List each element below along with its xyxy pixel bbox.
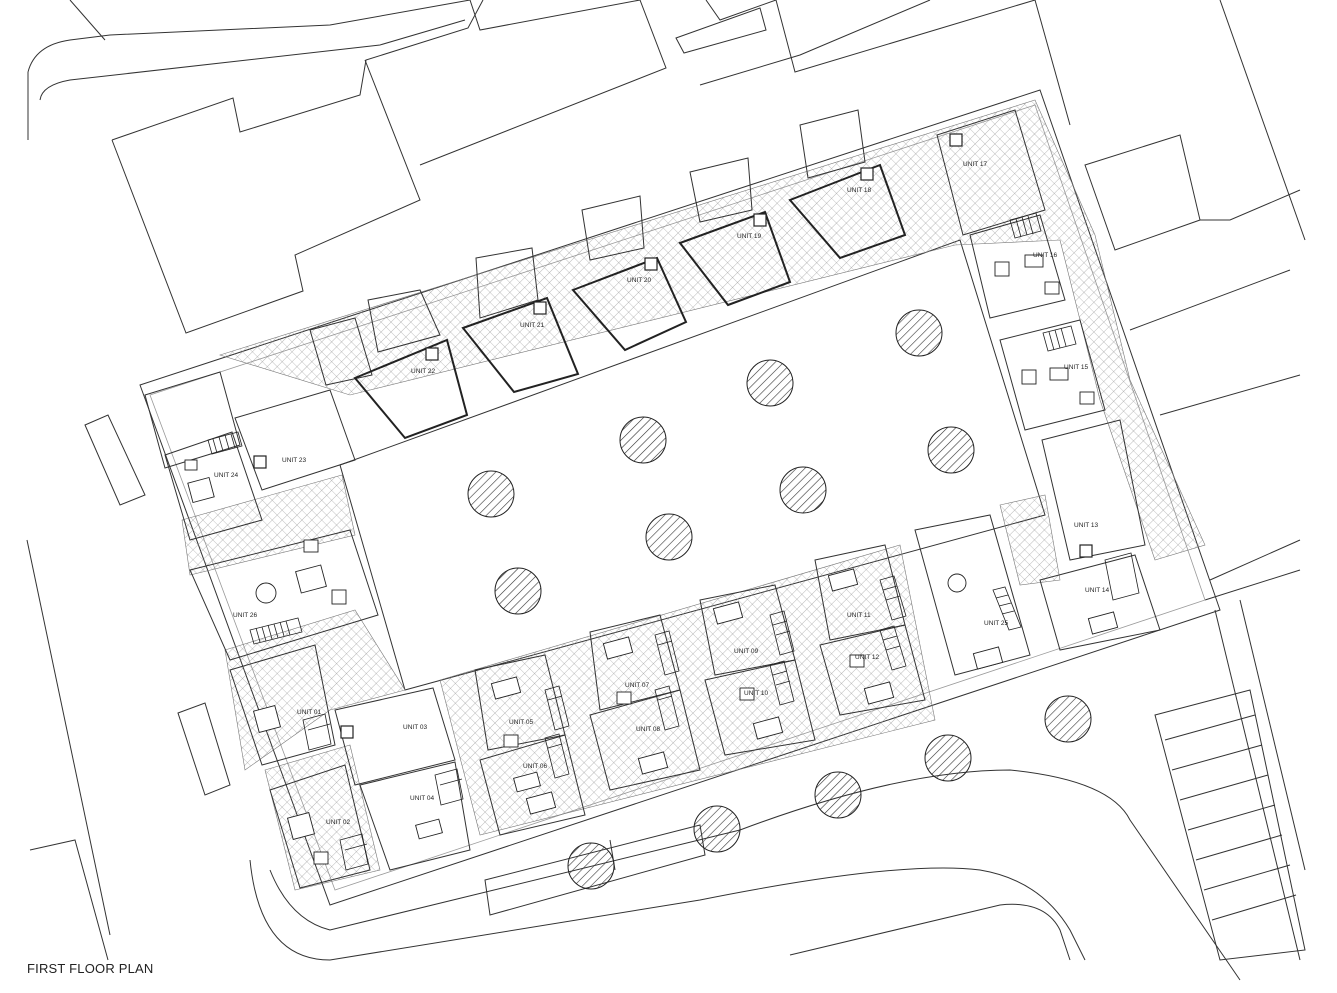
unit-label: UNIT 18 xyxy=(847,187,871,194)
unit-label: UNIT 08 xyxy=(636,726,660,733)
unit-label: UNIT 04 xyxy=(410,795,434,802)
unit-labels: UNIT 01 UNIT 02 UNIT 03 UNIT 04 UNIT 05 … xyxy=(214,161,1109,826)
unit-label: UNIT 06 xyxy=(523,763,547,770)
tree xyxy=(924,734,972,782)
unit-label: UNIT 21 xyxy=(520,322,544,329)
unit-label: UNIT 20 xyxy=(627,277,651,284)
road xyxy=(249,599,1306,981)
unit-label: UNIT 02 xyxy=(326,819,350,826)
tree xyxy=(467,470,515,518)
context-buildings xyxy=(26,0,1306,961)
unit-label: UNIT 26 xyxy=(233,612,257,619)
unit-label: UNIT 22 xyxy=(411,368,435,375)
unit-label: UNIT 17 xyxy=(963,161,987,168)
unit-label: UNIT 09 xyxy=(734,648,758,655)
tree xyxy=(494,567,542,615)
unit-label: UNIT 01 xyxy=(297,709,321,716)
unit-label: UNIT 14 xyxy=(1085,587,1109,594)
tree xyxy=(693,805,741,853)
tree xyxy=(814,771,862,819)
tree xyxy=(1044,695,1092,743)
tree xyxy=(779,466,827,514)
tree xyxy=(927,426,975,474)
north-row-units xyxy=(144,109,1146,786)
tree xyxy=(567,842,615,890)
tree xyxy=(645,513,693,561)
core-markers xyxy=(253,133,1093,739)
tree xyxy=(619,416,667,464)
parking-bays xyxy=(1154,689,1306,961)
unit-label: UNIT 11 xyxy=(847,612,871,619)
furniture xyxy=(184,254,1119,865)
terraced-units xyxy=(164,214,1161,889)
unit-label: UNIT 15 xyxy=(1064,364,1088,371)
tree xyxy=(746,359,794,407)
unit-label: UNIT 13 xyxy=(1074,522,1098,529)
unit-label: UNIT 10 xyxy=(744,690,768,697)
unit-label: UNIT 12 xyxy=(855,654,879,661)
unit-label: UNIT 23 xyxy=(282,457,306,464)
tree xyxy=(895,309,943,357)
unit-label: UNIT 24 xyxy=(214,472,238,479)
unit-label: UNIT 07 xyxy=(625,682,649,689)
unit-label: UNIT 19 xyxy=(737,233,761,240)
plan-title: FIRST FLOOR PLAN xyxy=(27,961,154,976)
unit-label: UNIT 25 xyxy=(984,620,1008,627)
unit-label: UNIT 03 xyxy=(403,724,427,731)
trees xyxy=(467,309,1092,890)
staircases xyxy=(207,212,1140,871)
unit-label: UNIT 05 xyxy=(509,719,533,726)
unit-label: UNIT 16 xyxy=(1033,252,1057,259)
